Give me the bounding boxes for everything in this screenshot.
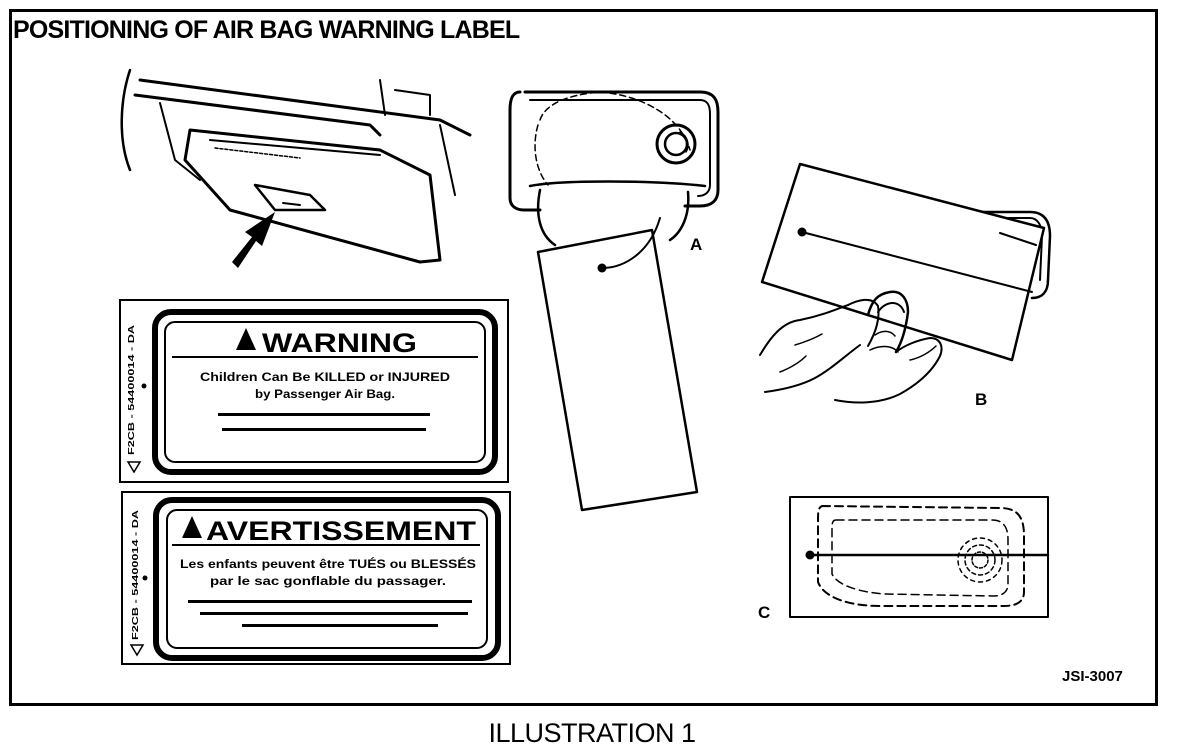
step-label-b: B: [975, 390, 987, 409]
tag-hole-icon: [805, 550, 815, 560]
illustration-caption: ILLUSTRATION 1: [488, 718, 696, 748]
warning-triangle-icon: [182, 516, 202, 538]
step-b-illustration: [759, 162, 1052, 404]
english-side-code: F2CB - 54400014 - DA: [127, 325, 136, 455]
step-label-c: C: [758, 603, 770, 622]
english-warning-label: WARNING Children Can Be KILLED or INJURE…: [119, 299, 509, 483]
french-warning-heading: AVERTISSEMENT: [206, 516, 477, 546]
step-c-illustration: [789, 496, 1050, 618]
tag-hole-icon: [597, 263, 607, 273]
diagram-frame: [9, 9, 1158, 706]
english-side-dot-icon: [141, 383, 147, 389]
lock-icon: [655, 123, 697, 165]
glove-box-sketch: [120, 68, 472, 264]
step-label-a: A: [690, 235, 702, 254]
english-warning-line1: Children Can Be KILLED or INJURED: [200, 370, 450, 384]
tag-hole-icon: [797, 227, 807, 237]
figure-id: JSI-3007: [1062, 668, 1123, 685]
french-side-code: F2CB - 54400014 - DA: [131, 510, 140, 640]
french-fine-print: [188, 600, 472, 627]
french-warning-label: AVERTISSEMENT Les enfants peuvent être T…: [121, 491, 511, 665]
english-side-triangle-icon: [126, 461, 142, 474]
french-warning-line1: Les enfants peuvent être TUÉS ou BLESSÉS: [180, 556, 476, 571]
english-warning-line2: by Passenger Air Bag.: [255, 387, 395, 401]
english-warning-heading: WARNING: [262, 328, 417, 358]
pointer-arrow-icon: [232, 212, 275, 268]
french-side-triangle-icon: [129, 644, 145, 657]
french-side-dot-icon: [142, 575, 148, 581]
warning-triangle-icon: [236, 328, 256, 350]
french-warning-line2: par le sac gonflable du passager.: [210, 574, 446, 588]
english-fine-print: [218, 413, 430, 431]
step-a-illustration: [508, 90, 720, 512]
page-title: POSITIONING OF AIR BAG WARNING LABEL: [13, 16, 520, 44]
